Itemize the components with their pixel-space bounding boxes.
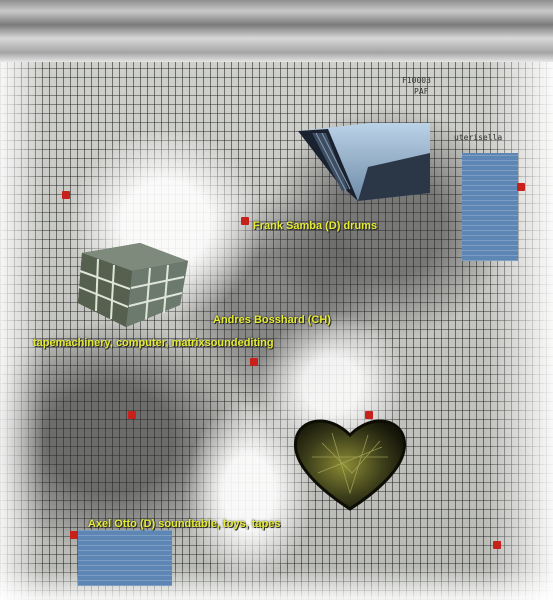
caption-andres-bosshard-name: Andres Bosshard (CH) [213, 314, 331, 326]
red-component-1 [517, 183, 525, 191]
caption-axel-otto: Axel Otto (D) soundtable, toys, tapes [88, 518, 281, 530]
red-component-4 [250, 358, 258, 366]
blue-chip-bottom-left [78, 530, 172, 586]
board-label-side: uterisella [454, 133, 503, 142]
red-component-3 [241, 217, 249, 225]
glass-cube-image [78, 243, 188, 327]
caption-andres-bosshard-role: tapemachinery, computer, matrixsoundedit… [33, 337, 274, 349]
caption-frank-samba: Frank Samba (D) drums [253, 220, 378, 232]
metal-header-bar [0, 0, 553, 62]
red-component-7 [70, 531, 78, 539]
red-component-8 [493, 541, 501, 549]
board-label-top-b: PAF [414, 87, 429, 96]
red-component-6 [365, 411, 373, 419]
board-label-top-a: F10003 [402, 76, 431, 85]
red-component-2 [62, 191, 70, 199]
heart-image [293, 419, 407, 511]
glass-building-photo [298, 123, 430, 201]
red-component-5 [128, 411, 136, 419]
blue-chip-right [462, 153, 518, 261]
